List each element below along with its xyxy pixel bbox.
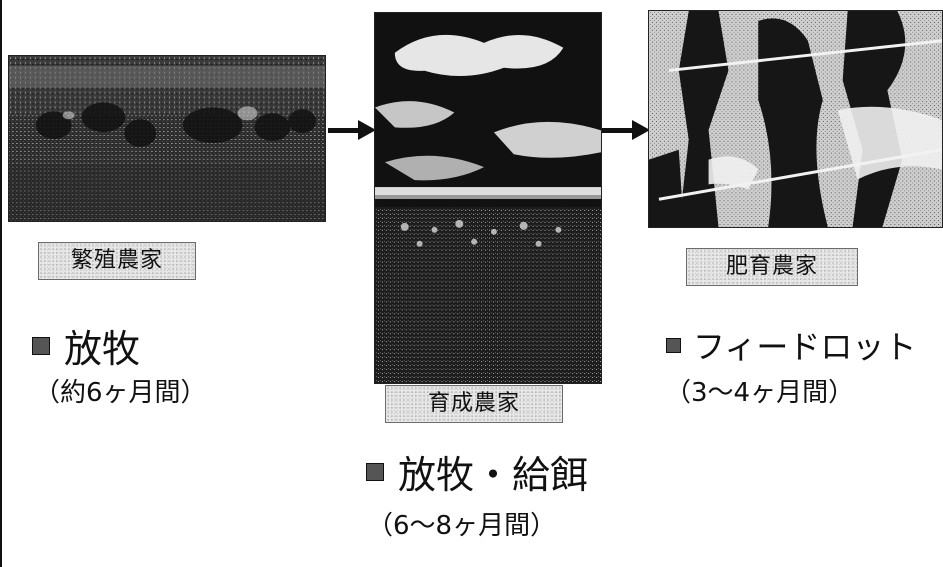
square-bullet-icon — [32, 336, 50, 355]
method-fattening: フィードロット — [666, 322, 916, 368]
cattle-pasture-photo-icon — [9, 56, 325, 221]
arrow-right-icon — [602, 118, 650, 142]
method-text-fattening: フィードロット — [693, 328, 917, 366]
duration-rearing: （6～8ヶ月間） — [367, 511, 557, 541]
fattening-farm-photo — [648, 10, 943, 228]
square-bullet-icon — [666, 337, 681, 353]
breeding-farm-photo — [8, 55, 326, 222]
square-bullet-icon — [366, 462, 384, 481]
arrow-right-icon — [328, 118, 376, 142]
left-border-line — [0, 0, 2, 567]
feedlot-photo-icon — [649, 11, 942, 227]
method-breeding: 放牧 — [32, 318, 140, 373]
rearing-farm-photo — [374, 12, 602, 384]
stage-label-rearing: 育成農家 — [385, 385, 563, 423]
method-text-rearing: 放牧・給餌 — [398, 453, 589, 497]
duration-fattening: （3～4ヶ月間） — [665, 378, 855, 408]
stage-label-fattening: 肥育農家 — [686, 248, 858, 286]
duration-breeding: （約6ヶ月間） — [34, 378, 207, 408]
stage-label-breeding: 繁殖農家 — [38, 242, 196, 280]
method-rearing: 放牧・給餌 — [366, 444, 588, 499]
method-text-breeding: 放牧 — [64, 327, 141, 371]
sky-field-photo-icon — [375, 13, 601, 383]
